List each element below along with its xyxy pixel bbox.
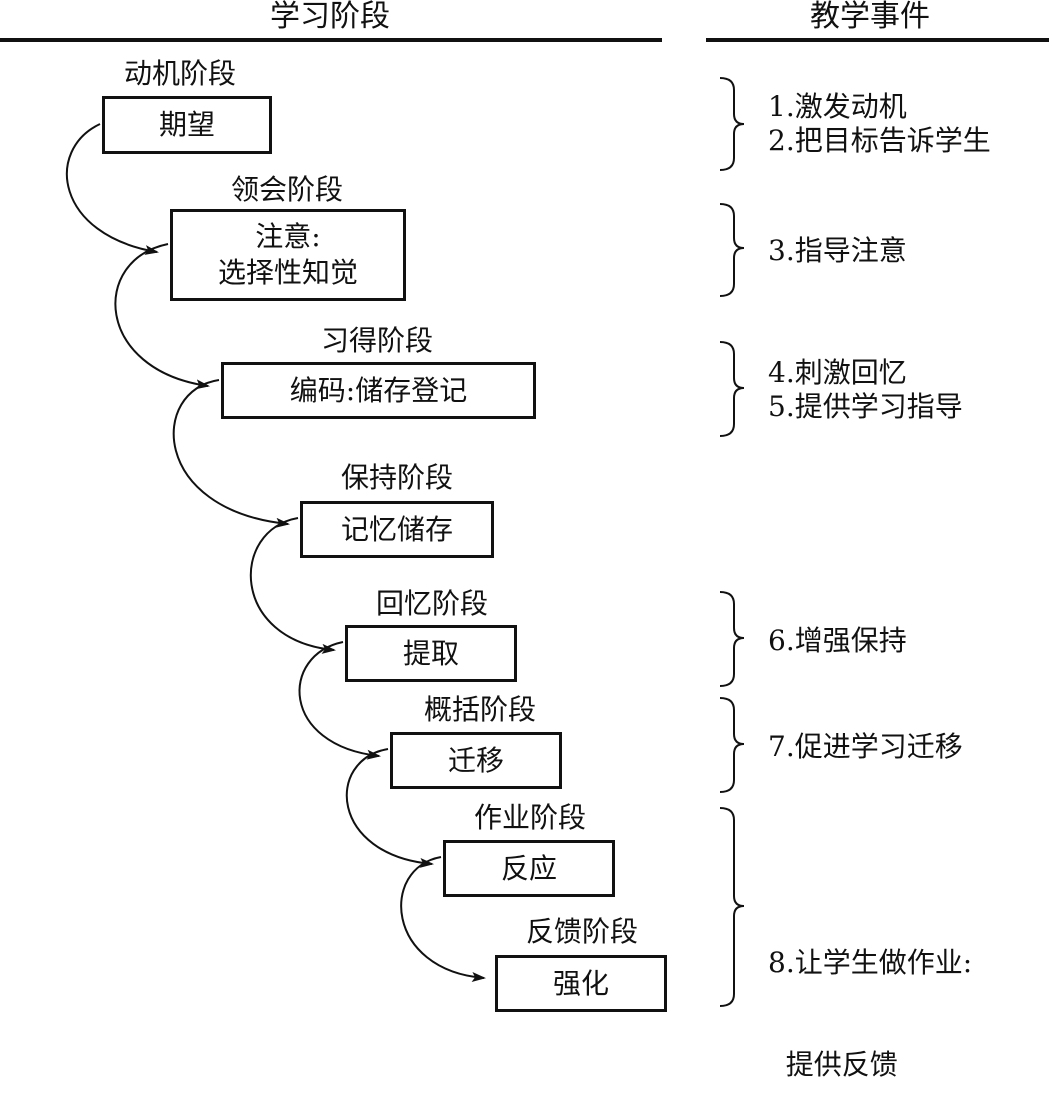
stage-box-reinforcement: 强化 [495, 955, 667, 1012]
box-text: 反应 [500, 851, 557, 885]
arrow-acquisition-to-retention [172, 379, 290, 528]
box-text: 注意: [255, 220, 321, 253]
brace-4 [719, 591, 745, 687]
box-text: 提取 [402, 636, 459, 670]
stage-label-recall: 回忆阶段 [375, 587, 488, 620]
brace-2 [719, 203, 745, 297]
event-text: 7.促进学习迁移 [768, 730, 963, 763]
stage-box-retrieval: 提取 [345, 625, 517, 682]
box-text: 强化 [552, 966, 609, 1000]
stage-box-coding: 编码:储存登记 [221, 362, 536, 419]
arrow-motivation-to-apprehending [65, 123, 159, 255]
box-text: 编码:储存登记 [289, 373, 468, 407]
header-rule-right [706, 38, 1049, 42]
stage-box-transfer: 迁移 [390, 732, 562, 789]
event-text: 2.把目标告诉学生 [768, 124, 991, 157]
box-text: 选择性知觉 [217, 256, 358, 289]
event-text: 3.指导注意 [768, 234, 907, 267]
event-text: 1.激发动机 [768, 90, 907, 123]
arrow-recall-to-generalization [298, 641, 381, 760]
connectors [65, 77, 745, 1007]
brace-1 [719, 77, 745, 171]
event-text: 8.让学生做作业: [768, 946, 973, 979]
brace-3 [719, 341, 745, 437]
event-group-6: 8.让学生做作业: 提供反馈 [768, 878, 972, 1116]
box-text: 记忆储存 [340, 512, 453, 546]
stage-label-generalization: 概括阶段 [423, 693, 536, 726]
arrow-apprehending-to-acquisition [114, 243, 210, 390]
stage-label-acquisition: 习得阶段 [320, 324, 433, 357]
stage-label-feedback: 反馈阶段 [525, 915, 638, 948]
box-text: 迁移 [447, 743, 504, 777]
stage-box-expectancy: 期望 [102, 96, 272, 154]
brace-5 [719, 697, 745, 793]
event-text: 4.刺激回忆 [768, 356, 907, 389]
arrow-performance-to-feedback [400, 856, 486, 983]
header-rule-left [0, 38, 662, 42]
stage-label-motivation: 动机阶段 [123, 57, 236, 90]
stage-label-apprehending: 领会阶段 [230, 173, 343, 206]
header-learning-stages: 学习阶段 [270, 0, 390, 34]
stage-box-responding: 反应 [443, 840, 615, 897]
event-group-3: 4.刺激回忆 5.提供学习指导 [768, 356, 963, 424]
event-text: 6.增强保持 [768, 624, 907, 657]
event-text: 提供反馈 [768, 1048, 898, 1081]
arrow-retention-to-recall [249, 517, 336, 654]
box-text: 期望 [158, 108, 215, 141]
stage-box-storage: 记忆储存 [300, 501, 494, 558]
arrow-generalization-to-performance [345, 748, 434, 868]
brace-6 [719, 807, 745, 1007]
event-text: 5.提供学习指导 [768, 390, 963, 423]
header-teaching-events: 教学事件 [810, 0, 930, 34]
stage-box-attention: 注意: 选择性知觉 [170, 209, 406, 301]
event-group-4: 6.增强保持 [768, 624, 907, 658]
event-group-2: 3.指导注意 [768, 234, 907, 268]
event-group-5: 7.促进学习迁移 [768, 730, 963, 764]
event-group-1: 1.激发动机 2.把目标告诉学生 [768, 90, 991, 158]
stage-label-retention: 保持阶段 [340, 461, 453, 494]
stage-label-performance: 作业阶段 [473, 801, 586, 834]
